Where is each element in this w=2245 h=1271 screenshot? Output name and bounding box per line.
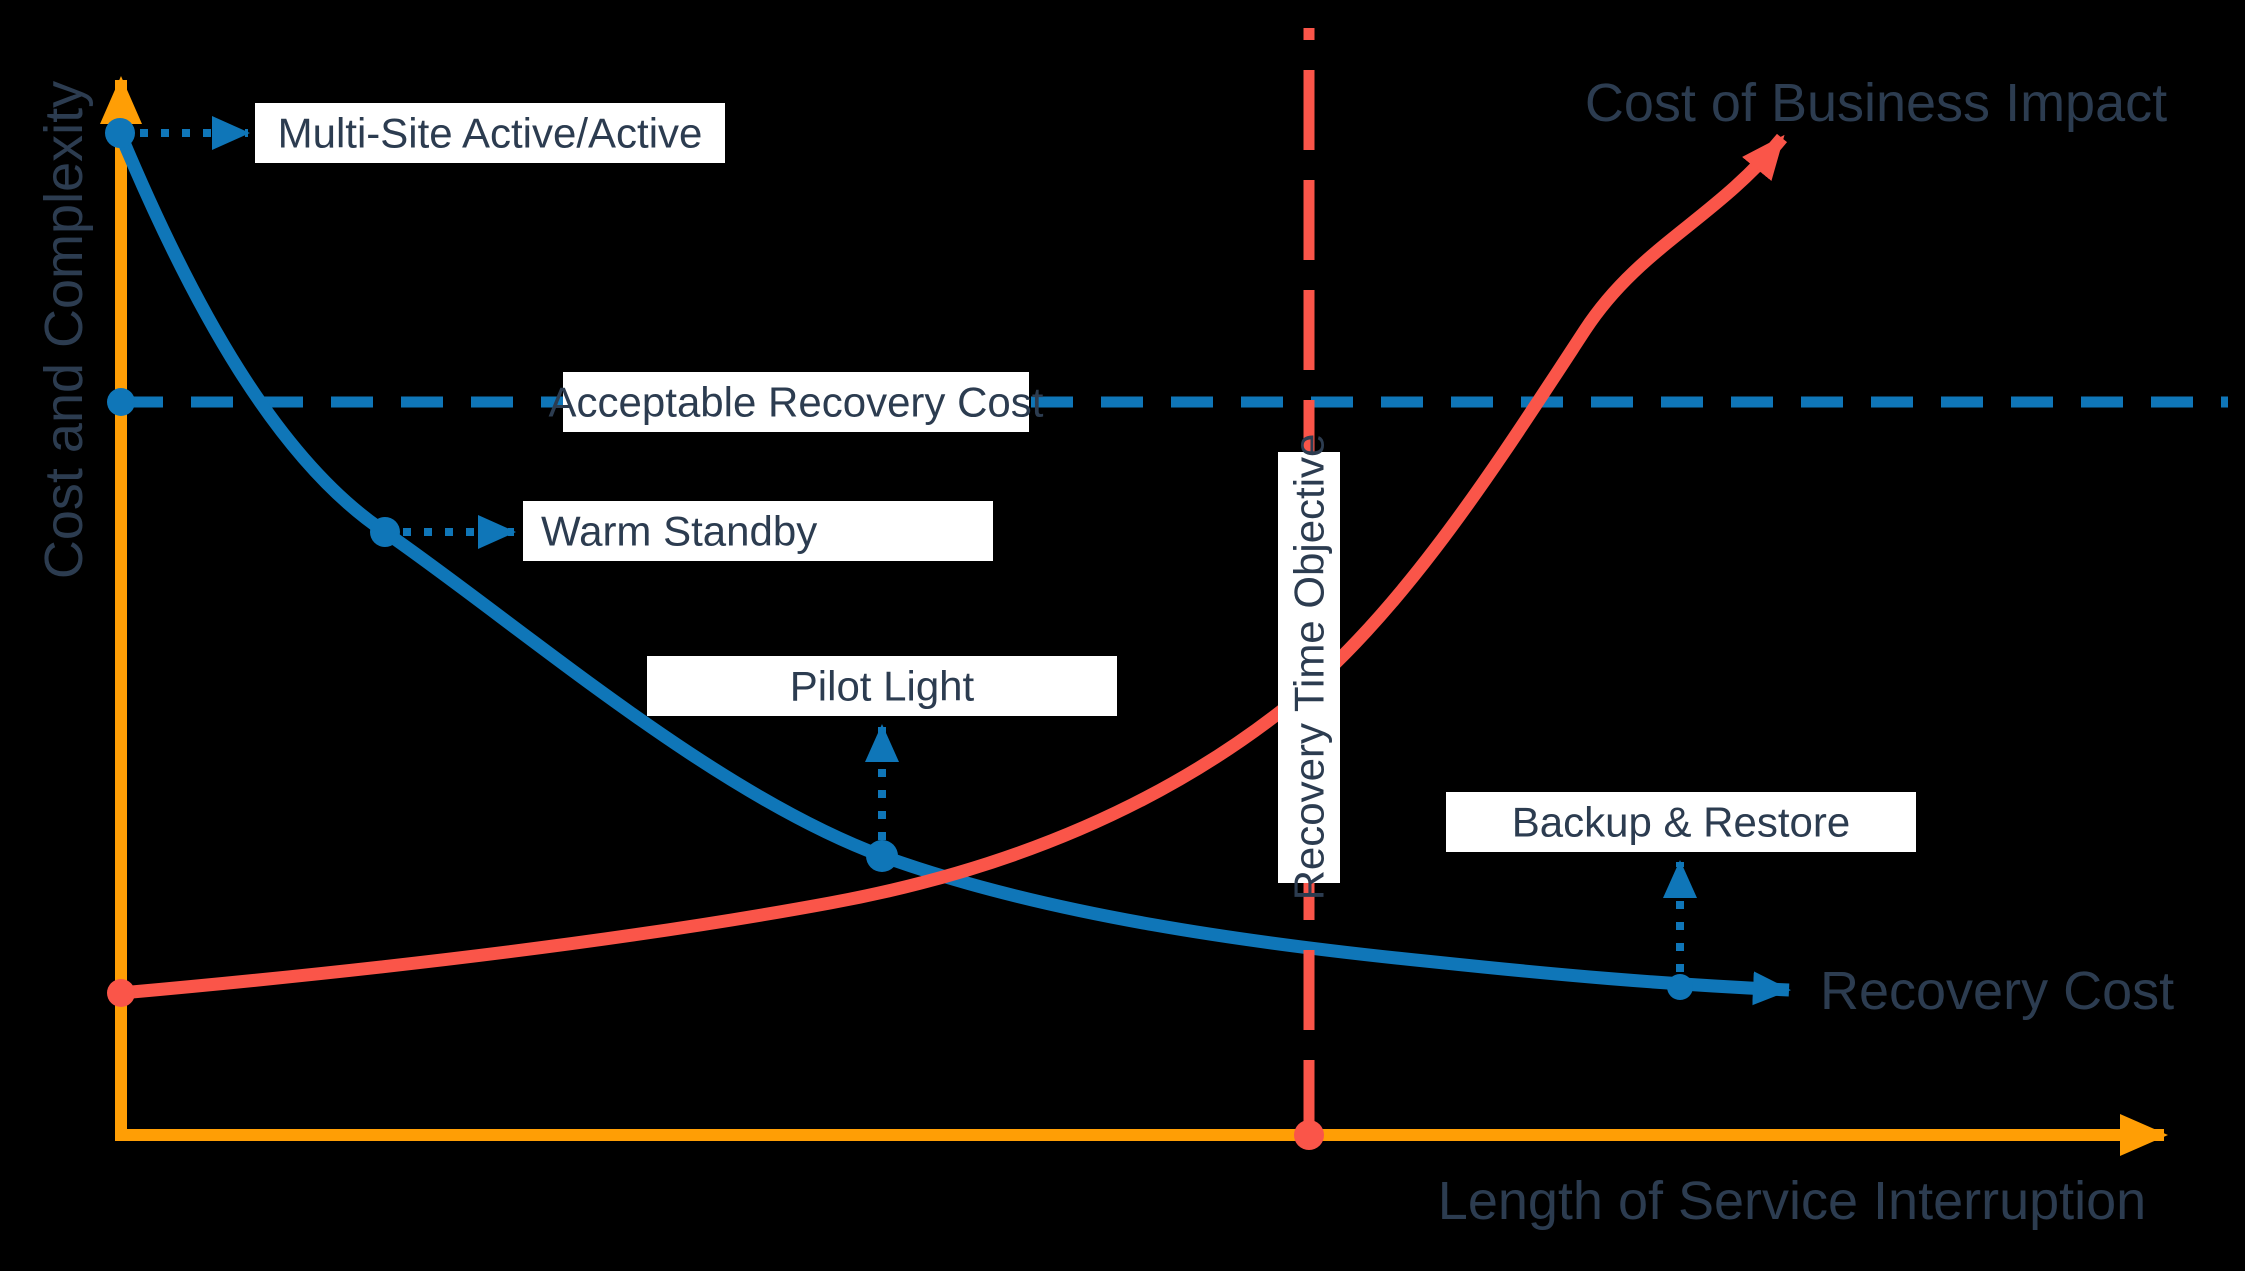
recovery-cost-curve	[114, 130, 1791, 1006]
recovery-cost-curve-label: Recovery Cost	[1820, 961, 2174, 1021]
chart-text: Cost and Complexity Length of Service In…	[34, 73, 2174, 1231]
data-points	[105, 118, 1693, 1150]
business-impact-curve	[120, 133, 1788, 1000]
business-impact-start-point	[107, 979, 135, 1007]
connector-arrows	[140, 116, 1697, 972]
multi-site-label-box	[255, 103, 725, 163]
multi-site-label: Multi-Site Active/Active	[278, 110, 703, 157]
recovery-time-objective-point	[1294, 1120, 1324, 1150]
recovery-time-objective-label-box	[1278, 452, 1340, 883]
pilot-light-label-box	[647, 656, 1117, 716]
warm-standby-point	[370, 517, 400, 547]
recovery-time-objective-label: Recovery Time Objective	[1286, 434, 1333, 901]
backup-restore-label: Backup & Restore	[1512, 799, 1851, 846]
pilot-light-point	[866, 840, 898, 872]
warm-standby-label-box	[523, 501, 993, 561]
acceptable-recovery-cost-label-box	[563, 372, 1029, 432]
backup-restore-label-box	[1446, 792, 1916, 852]
business-impact-curve-label: Cost of Business Impact	[1585, 73, 2167, 133]
warm-standby-label: Warm Standby	[541, 508, 817, 555]
backup-restore-point	[1667, 974, 1693, 1000]
x-axis-label: Length of Service Interruption	[1438, 1171, 2146, 1231]
y-axis-label: Cost and Complexity	[34, 81, 94, 579]
pilot-light-label: Pilot Light	[790, 663, 975, 710]
acceptable-recovery-cost-label: Acceptable Recovery Cost	[549, 379, 1044, 426]
strategy-labels: Multi-Site Active/Active Acceptable Reco…	[255, 103, 1916, 900]
axes	[100, 76, 2168, 1156]
multi-site-point	[105, 118, 135, 148]
acceptable-recovery-cost-point	[107, 388, 135, 416]
